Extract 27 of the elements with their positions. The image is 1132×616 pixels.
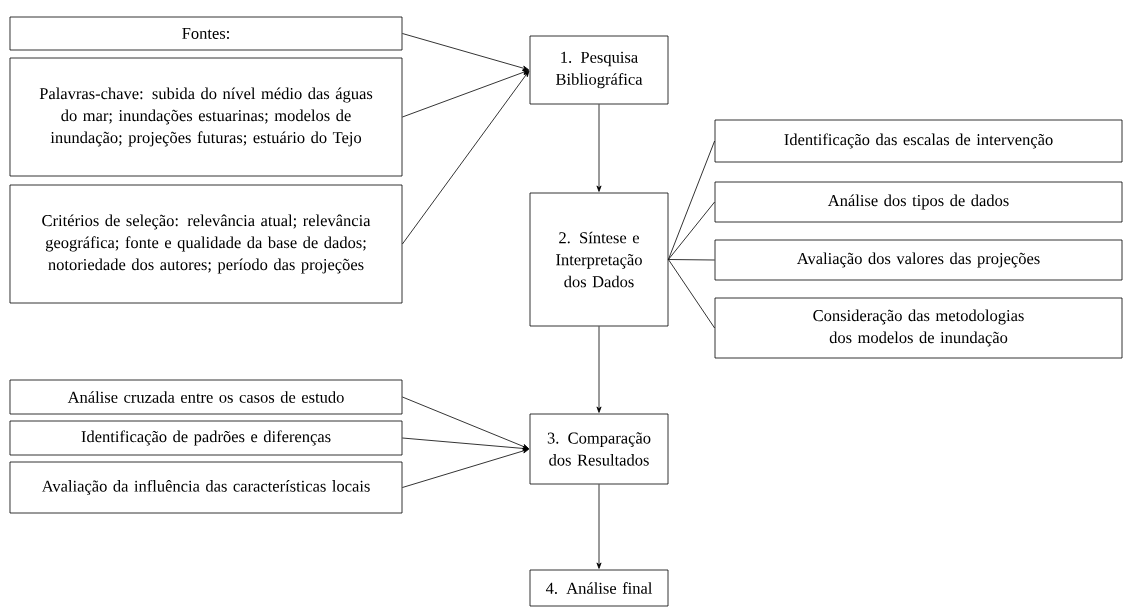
arrow [402,437,529,451]
text-box: Fontes: [9,16,403,51]
step-box: 2. Síntese e Interpretação dos Dados [529,192,669,327]
text-box: Análise cruzada entre os casos de estudo [9,379,403,415]
arrow [402,33,529,71]
text-box: Consideração das metodologias dos modelos de inundação [714,297,1123,359]
text-box: Análise dos tipos de dados [714,181,1123,223]
connector-line [668,201,715,260]
arrow [402,396,529,449]
arrow [402,448,529,488]
text-box: Critérios de seleção: relevância atual; relevância geográfica; fonte e qualidade da base de dados; notoriedade dos autores; período das projeções [9,184,403,304]
arrow [402,69,529,118]
arrow [596,104,602,192]
arrow [402,70,530,245]
text-box: Identificação das escalas de intervenção [714,119,1123,163]
connector-line [668,140,715,260]
text-box: Avaliação da influência das características locais [9,461,403,514]
connector-line [668,259,715,329]
connector-line [668,259,715,261]
arrow [596,326,602,413]
arrow [596,484,602,569]
step-box: 1. Pesquisa Bibliográfica [529,35,669,105]
step-box: 4. Análise final [529,569,669,607]
text-box: Avaliação dos valores das projeções [714,239,1123,281]
text-box: Palavras-chave: subida do nível médio das águas do mar; inundações estuarinas; modelos de inundação; projeções futuras; estuário do Tejo [9,57,403,177]
text-box: Identificação de padrões e diferenças [9,420,403,456]
step-box: 3. Comparação dos Resultados [529,413,669,485]
